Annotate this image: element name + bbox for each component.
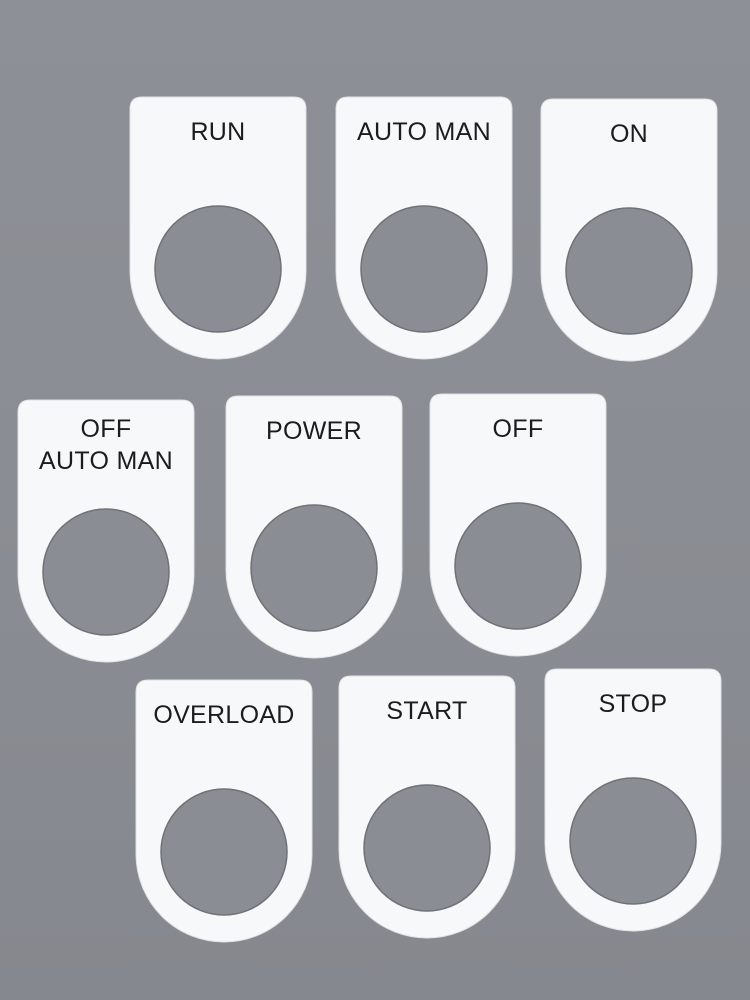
plate-shape xyxy=(17,399,195,663)
plate-shape xyxy=(338,675,516,939)
plate-label: POWER xyxy=(266,417,362,445)
mounting-hole xyxy=(42,508,170,636)
label-plate: OFF AUTO MAN xyxy=(17,399,195,663)
plate-label: ON xyxy=(609,120,649,148)
mounting-hole xyxy=(154,205,282,333)
plate-label: OFF xyxy=(492,415,544,443)
mounting-hole xyxy=(360,205,488,333)
mounting-hole xyxy=(250,504,378,632)
plate-shape xyxy=(540,98,718,362)
plate-shape xyxy=(335,96,513,360)
plate-label: START xyxy=(386,697,468,725)
mounting-hole xyxy=(160,788,288,916)
plate-shape xyxy=(429,393,607,657)
mounting-hole xyxy=(363,784,491,912)
label-plate: RUN xyxy=(129,96,307,360)
label-plate: STOP xyxy=(544,668,722,932)
label-plate: START xyxy=(338,675,516,939)
plate-shape xyxy=(544,668,722,932)
plate-shape xyxy=(135,679,313,943)
label-plate: OFF xyxy=(429,393,607,657)
label-plate: AUTO MAN xyxy=(335,96,513,360)
plate-label: RUN xyxy=(190,118,246,146)
label-plate: OVERLOAD xyxy=(135,679,313,943)
plate-label: STOP xyxy=(598,690,668,718)
plate-shape xyxy=(129,96,307,360)
mounting-hole xyxy=(569,777,697,905)
label-plate: ON xyxy=(540,98,718,362)
mounting-hole xyxy=(565,207,693,335)
plate-label-line2: AUTO MAN xyxy=(39,447,173,475)
plate-label: OFF xyxy=(80,415,132,443)
plate-shape xyxy=(225,395,403,659)
label-plate: POWER xyxy=(225,395,403,659)
plate-label: AUTO MAN xyxy=(357,118,491,146)
plate-label: OVERLOAD xyxy=(153,701,295,729)
mounting-hole xyxy=(454,502,582,630)
